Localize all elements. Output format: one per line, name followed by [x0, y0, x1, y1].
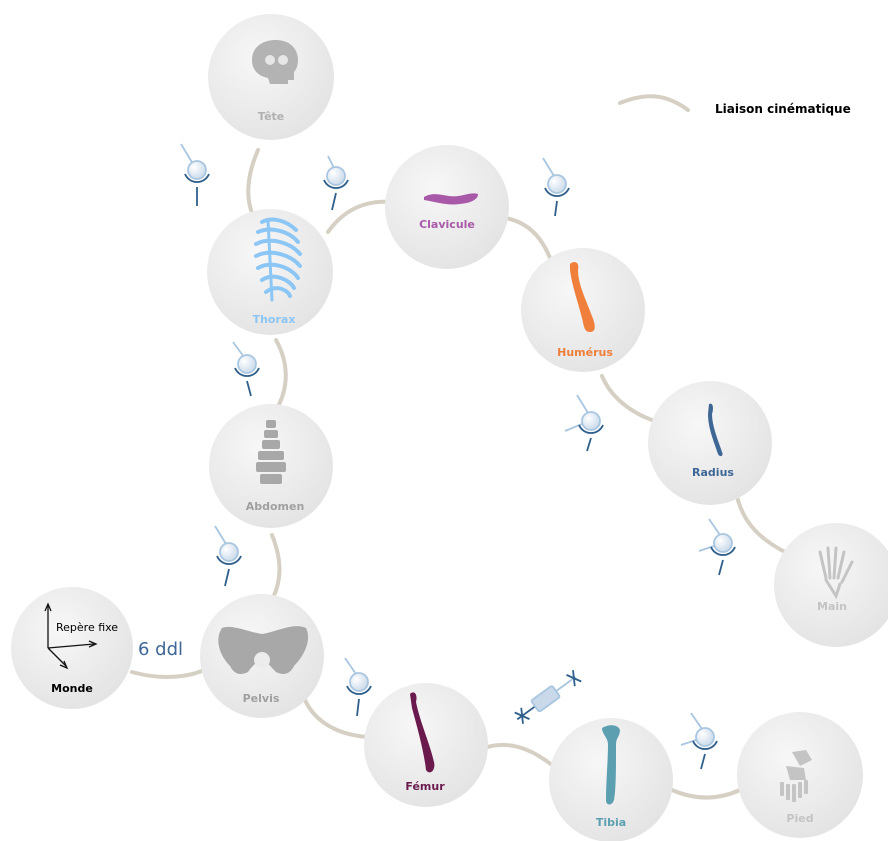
- node-label-tibia: Tibia: [596, 816, 626, 829]
- node-humerus[interactable]: Humérus: [521, 248, 645, 372]
- ball-joint-icon: [698, 518, 736, 576]
- node-radius[interactable]: Radius: [648, 381, 772, 505]
- node-label-pied: Pied: [786, 812, 813, 825]
- node-label-thorax: Thorax: [253, 313, 296, 326]
- node-label-femur: Fémur: [405, 780, 445, 793]
- link-thorax-abdomen: [274, 338, 288, 412]
- node-label-humerus: Humérus: [557, 346, 613, 359]
- node-label-pelvis: Pelvis: [243, 692, 280, 705]
- link-radius-main: [736, 498, 787, 554]
- node-pelvis[interactable]: Pelvis: [200, 594, 324, 718]
- link-clavicule-humerus: [503, 216, 552, 260]
- node-label-clavicule: Clavicule: [419, 218, 475, 231]
- node-label-monde: Monde: [51, 682, 93, 695]
- node-tete[interactable]: Tête: [208, 14, 334, 140]
- hand-bones-icon: [818, 546, 854, 600]
- ball-joint-icon: [680, 712, 718, 770]
- clavicle-icon: [424, 193, 478, 205]
- ball-joint-icon: [564, 394, 604, 452]
- radius-icon: [708, 403, 723, 457]
- node-clavicule[interactable]: Clavicule: [385, 145, 509, 269]
- tibia-icon: [602, 725, 620, 805]
- node-abdomen[interactable]: Abdomen: [209, 404, 333, 528]
- node-monde[interactable]: Repère fixe Monde: [11, 587, 133, 709]
- ball-joint-icon: [214, 525, 242, 587]
- ball-joint-icon: [180, 143, 210, 206]
- nodes: Tête Thorax Clavicule: [11, 14, 888, 841]
- links: [130, 94, 787, 800]
- node-label-main: Main: [817, 600, 847, 613]
- node-femur[interactable]: Fémur: [364, 683, 488, 807]
- legend-label: Liaison cinématique: [715, 102, 851, 116]
- node-label-abdomen: Abdomen: [246, 500, 305, 513]
- free-joint-label: 6 ddl: [138, 639, 183, 660]
- ball-joint-icon: [232, 341, 260, 397]
- slider-joint-icon: [514, 670, 582, 724]
- link-abdomen-pelvis: [270, 533, 282, 602]
- node-main[interactable]: Main: [774, 523, 888, 647]
- link-tibia-pied: [670, 788, 742, 800]
- axes-icon: [44, 602, 98, 670]
- ball-joint-icon: [344, 657, 372, 717]
- link-pelvis-femur: [303, 698, 370, 739]
- node-label-radius: Radius: [692, 466, 734, 479]
- pelvis-icon: [218, 626, 309, 674]
- ribcage-icon: [254, 217, 302, 302]
- link-humerus-radius: [600, 374, 660, 424]
- ball-joint-icon: [542, 157, 570, 217]
- link-thorax-clavicule: [326, 199, 394, 234]
- joint-symbols: [180, 143, 736, 770]
- node-pied[interactable]: Pied: [737, 712, 863, 838]
- ball-joint-icon: [323, 155, 349, 211]
- node-label-tete: Tête: [258, 110, 285, 123]
- foot-bones-icon: [780, 750, 812, 802]
- femur-icon: [410, 692, 435, 773]
- link-femur-tibia: [482, 742, 554, 767]
- spine-icon: [256, 420, 286, 484]
- node-tibia[interactable]: Tibia: [549, 718, 673, 841]
- axis-label-repere: Repère fixe: [56, 621, 118, 634]
- legend-link-sample: [618, 94, 690, 112]
- skull-icon: [252, 40, 298, 84]
- node-thorax[interactable]: Thorax: [207, 209, 333, 335]
- humerus-icon: [570, 262, 595, 332]
- link-monde-pelvis: [130, 666, 210, 679]
